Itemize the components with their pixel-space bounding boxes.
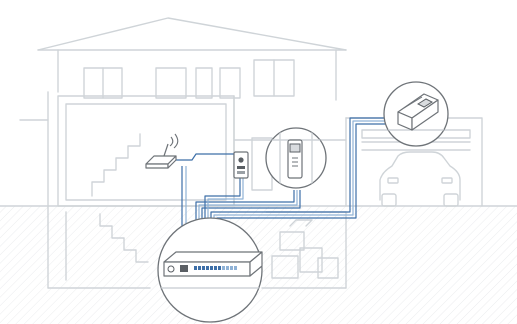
car-icon bbox=[380, 152, 460, 206]
network-switch-icon bbox=[164, 252, 262, 276]
network-switch-zoom bbox=[158, 218, 262, 322]
wifi-signal-icon bbox=[170, 134, 178, 148]
garage-motor-zoom bbox=[384, 82, 448, 146]
cable-router-to-intercom bbox=[172, 154, 240, 160]
access-controller-icon bbox=[288, 140, 302, 178]
wifi-router-icon bbox=[146, 144, 176, 168]
door-intercom-icon bbox=[234, 152, 248, 178]
access-controller-zoom bbox=[266, 128, 326, 188]
switch-ports bbox=[194, 266, 237, 270]
